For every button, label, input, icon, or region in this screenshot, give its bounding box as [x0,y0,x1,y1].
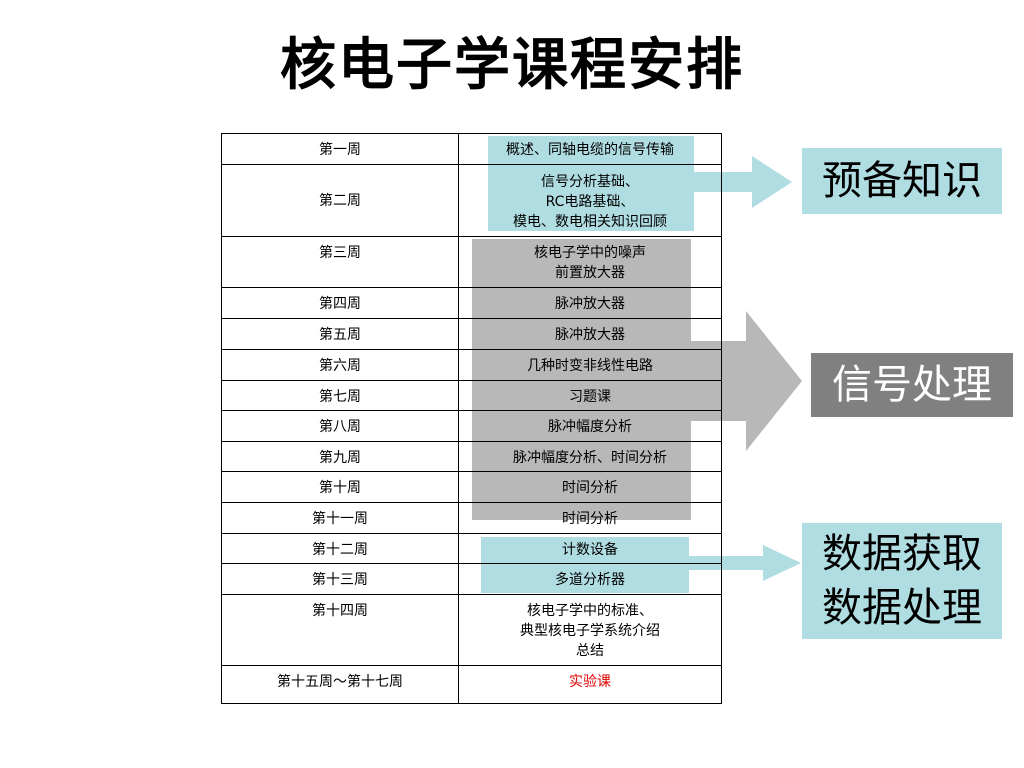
week-cell: 第十四周 [221,594,459,666]
data-label: 数据获取 数据处理 [802,523,1002,639]
topic-cell: 信号分析基础、 RC电路基础、 模电、数电相关知识回顾 [458,164,722,237]
week-cell: 第一周 [221,133,459,165]
week-cell: 第三周 [221,236,459,288]
table-row: 第三周 核电子学中的噪声 前置放大器 [221,236,722,288]
week-cell: 第七周 [221,380,459,411]
lab-topic: 实验课 [569,674,611,690]
week-cell: 第十一周 [221,502,459,534]
topic-cell: 脉冲放大器 [458,318,722,350]
week-cell: 第二周 [221,164,459,237]
topic-cell: 脉冲幅度分析、时间分析 [458,441,722,472]
week-cell: 第十三周 [221,563,459,595]
topic-cell: 时间分析 [458,471,722,503]
table-row: 第六周 几种时变非线性电路 [221,349,722,381]
table-row: 第十五周～第十七周 实验课 [221,665,722,704]
week-cell: 第十二周 [221,533,459,564]
data-label-line: 数据处理 [822,585,982,631]
table-row: 第二周 信号分析基础、 RC电路基础、 模电、数电相关知识回顾 [221,164,722,237]
table-row: 第八周 脉冲幅度分析 [221,410,722,442]
page-title: 核电子学课程安排 [280,33,744,98]
topic-cell: 几种时变非线性电路 [458,349,722,381]
topic-cell: 脉冲幅度分析 [458,410,722,442]
week-cell: 第八周 [221,410,459,442]
week-cell: 第九周 [221,441,459,472]
topic-cell: 核电子学中的标准、 典型核电子学系统介绍 总结 [458,594,722,666]
week-cell: 第六周 [221,349,459,381]
topic-cell: 习题课 [458,380,722,411]
topic-cell: 实验课 [458,665,722,704]
table-row: 第十三周 多道分析器 [221,563,722,595]
table-row: 第十周 时间分析 [221,471,722,503]
prep-label: 预备知识 [802,148,1002,214]
data-arrow-icon [689,545,801,581]
table-row: 第五周 脉冲放大器 [221,318,722,350]
week-cell: 第十五周～第十七周 [221,665,459,704]
signal-label: 信号处理 [811,353,1013,417]
week-cell: 第十周 [221,471,459,503]
topic-cell: 时间分析 [458,502,722,534]
topic-cell: 多道分析器 [458,563,722,595]
topic-cell: 脉冲放大器 [458,287,722,319]
topic-cell: 概述、同轴电缆的信号传输 [458,133,722,165]
week-cell: 第四周 [221,287,459,319]
table-row: 第四周 脉冲放大器 [221,287,722,319]
week-cell: 第五周 [221,318,459,350]
prep-arrow-icon [690,156,792,208]
topic-cell: 核电子学中的噪声 前置放大器 [458,236,722,288]
table-row: 第十一周 时间分析 [221,502,722,534]
table-row: 第九周 脉冲幅度分析、时间分析 [221,441,722,472]
topic-cell: 计数设备 [458,533,722,564]
table-row: 第七周 习题课 [221,380,722,411]
table-row: 第十二周 计数设备 [221,533,722,564]
table-row: 第一周 概述、同轴电缆的信号传输 [221,133,722,165]
data-label-line: 数据获取 [822,531,982,577]
table-row: 第十四周 核电子学中的标准、 典型核电子学系统介绍 总结 [221,594,722,666]
schedule-table: 第一周 概述、同轴电缆的信号传输 第二周 信号分析基础、 RC电路基础、 模电、… [221,133,722,704]
